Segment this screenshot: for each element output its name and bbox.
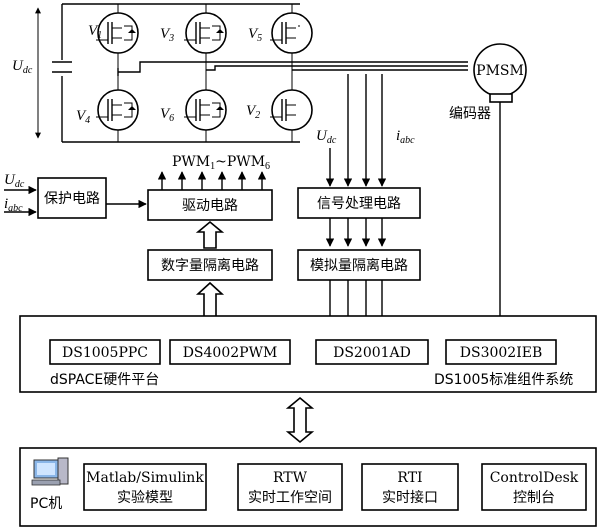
encoder-housing — [489, 93, 513, 103]
switch-label-v3: V3 — [160, 26, 174, 44]
signal-processing-label: 信号处理电路 — [317, 196, 401, 212]
pc-item-rtw-line1: RTW — [273, 470, 308, 486]
pc-item-controldesk-line1: ControlDesk — [490, 470, 579, 486]
pc-item-controldesk — [481, 463, 587, 511]
board-ds3002ieb-label: DS3002IEB — [460, 345, 542, 361]
motor-label: PMSM — [476, 63, 524, 79]
protection-input-iabc: iabc — [4, 196, 23, 214]
pc-item-rti — [361, 463, 459, 511]
drive-block: 驱动电路 — [147, 189, 273, 221]
phase-b-wire — [206, 65, 468, 71]
protection-label: 保护电路 — [44, 191, 100, 207]
switch-label-v4: V4 — [76, 108, 90, 126]
dspace-platform: DS1005PPC DS4002PWM DS2001AD DS3002IEB d… — [19, 315, 597, 393]
pc-platform: PC机 Matlab/Simulink 实验模型 RTW 实时工作空间 RTI … — [19, 447, 597, 527]
switch-v3: V3 — [160, 12, 227, 54]
dspace-platform-label: dSPACE硬件平台 — [50, 372, 159, 388]
protection-block: 保护电路 — [37, 177, 107, 219]
encoder-label: 编码器 — [449, 106, 491, 122]
board-ds4002pwm — [169, 339, 291, 365]
switch-label-v2: V2 — [246, 103, 260, 121]
inverter-bridge: Udc V1 V3 — [12, 3, 468, 143]
board-ds4002pwm-label: DS4002PWM — [183, 345, 278, 361]
analog-isolation-label: 模拟量隔离电路 — [310, 257, 408, 274]
dspace-pc-link-arrow — [285, 396, 315, 444]
dspace-system-label: DS1005标准组件系统 — [434, 372, 573, 388]
udc-label: Udc — [12, 58, 33, 76]
board-ds1005ppc-label: DS1005PPC — [62, 345, 148, 361]
switch-label-v5: V5 — [248, 26, 262, 44]
pc-item-controldesk-line2: 控制台 — [513, 490, 555, 506]
digital-isolation-block: 数字量隔离电路 — [147, 249, 273, 281]
board-ds1005ppc — [49, 339, 161, 365]
board-ds2001ad — [315, 339, 429, 365]
switch-label-v1: V1 — [88, 23, 102, 41]
protection-input-udc: Udc — [4, 172, 25, 190]
switch-label-v6: V6 — [160, 106, 174, 124]
digital-to-drive-hollow-arrow — [195, 220, 225, 249]
pc-item-rtw — [237, 463, 343, 511]
switch-v4: V4 — [76, 89, 139, 131]
pc-item-rtw-line2: 实时工作空间 — [248, 490, 332, 506]
pwm-label: PWM1~PWM6 — [172, 154, 270, 172]
pc-label: PC机 — [30, 496, 62, 512]
switch-v5: V5 — [248, 12, 313, 54]
pc-item-rti-line1: RTI — [397, 470, 422, 486]
analog-isolation-block: 模拟量隔离电路 — [297, 249, 421, 281]
pc-item-rti-line2: 实时接口 — [382, 489, 438, 506]
signal-processing-block: 信号处理电路 — [297, 187, 421, 219]
switch-v6: V6 — [160, 89, 227, 131]
pc-item-matlab-line2: 实验模型 — [117, 490, 173, 506]
drive-label: 驱动电路 — [182, 198, 238, 214]
pmsm-motor: PMSM 编码器 — [449, 43, 527, 122]
switch-v1: V1 — [88, 12, 139, 54]
pc-computer-icon — [31, 457, 69, 486]
phase-a-wire — [118, 61, 468, 73]
pwm-outputs: PWM1~PWM6 — [157, 154, 270, 190]
pc-item-matlab — [83, 463, 207, 511]
board-ds2001ad-label: DS2001AD — [333, 345, 411, 361]
pc-item-matlab-line1: Matlab/Simulink — [86, 470, 204, 486]
switch-v2: V2 — [246, 89, 313, 131]
signal-udc: Udc — [316, 128, 337, 146]
board-ds3002ieb — [445, 339, 557, 365]
signal-iabc: iabc — [396, 128, 415, 146]
digital-isolation-label: 数字量隔离电路 — [161, 257, 259, 274]
